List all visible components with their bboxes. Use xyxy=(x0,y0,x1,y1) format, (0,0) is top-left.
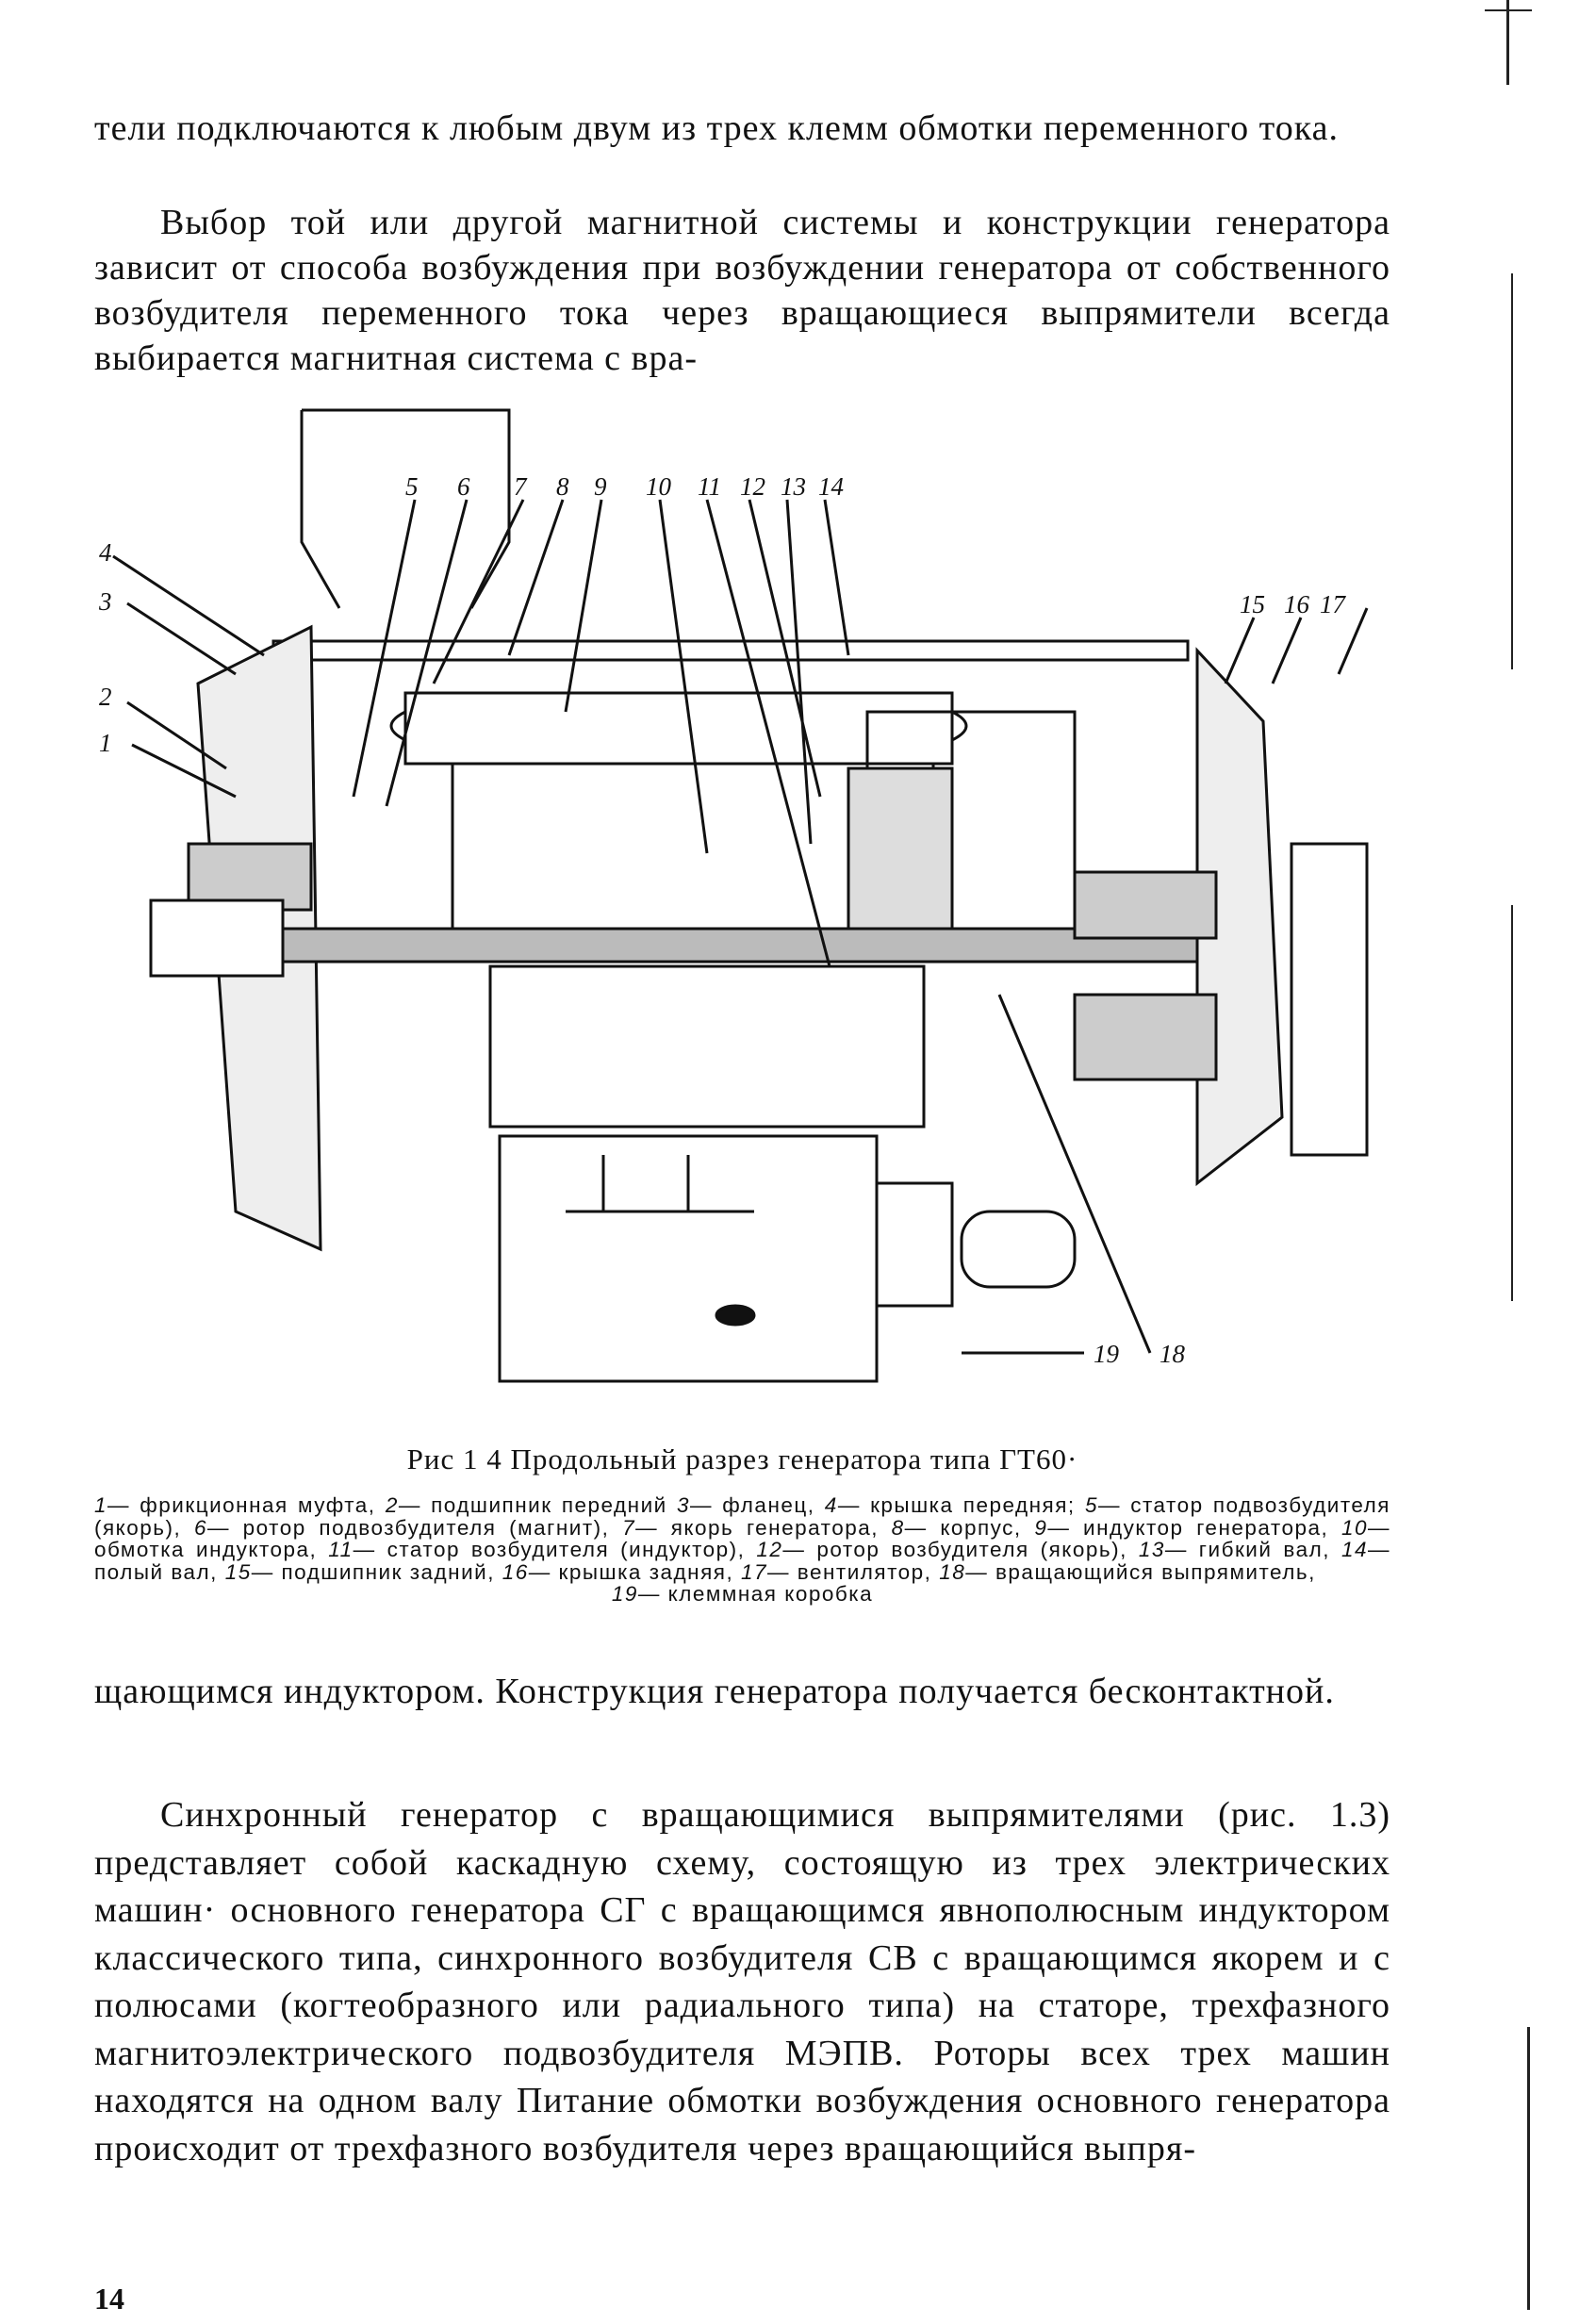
scan-edge-mark xyxy=(1485,9,1532,11)
label-18: 18 xyxy=(1160,1340,1186,1368)
legend-text: — подшипник задний, xyxy=(251,1559,495,1584)
scan-edge-line xyxy=(1511,905,1513,1301)
paragraph-1: тели подключаются к любым двум из трех к… xyxy=(94,108,1339,148)
label-16: 16 xyxy=(1284,590,1310,618)
label-6: 6 xyxy=(457,472,470,501)
legend-number: 15 xyxy=(224,1559,252,1584)
legend-item: 17— вентилятор, xyxy=(741,1560,931,1584)
legend-item: 11— статор возбудителя (индуктор), xyxy=(328,1538,745,1561)
paragraph-3: щающимся индуктором. Конструкция генерат… xyxy=(94,1672,1335,1711)
legend-number: 13 xyxy=(1138,1538,1165,1561)
legend-item: 10— обмотка индуктора, xyxy=(94,1516,1390,1562)
legend-number: 17 xyxy=(740,1559,767,1584)
legend-number: 5 xyxy=(1084,1493,1098,1517)
legend-text: — якорь генератора, xyxy=(635,1515,879,1540)
legend-number: 10 xyxy=(1341,1515,1368,1540)
label-13: 13 xyxy=(781,472,806,501)
legend-text: — полый вал, xyxy=(94,1538,1390,1584)
legend-item: 6— ротор подвозбудителя (магнит), xyxy=(194,1516,609,1540)
legend-item: 7— якорь генератора, xyxy=(622,1516,879,1540)
scan-edge-line xyxy=(1527,2027,1530,2310)
legend-item: 1— фрикционная муфта, xyxy=(94,1493,376,1517)
label-17: 17 xyxy=(1320,590,1347,618)
legend-text: — подшипник передний xyxy=(398,1493,667,1517)
label-19: 19 xyxy=(1094,1340,1120,1368)
legend-number: 7 xyxy=(622,1515,636,1540)
legend-text: — статор подвозбудителя (якорь), xyxy=(94,1493,1390,1540)
legend-number: 2 xyxy=(385,1493,399,1517)
legend-text: — ротор подвозбудителя (магнит), xyxy=(206,1515,610,1540)
label-2: 2 xyxy=(99,683,112,711)
legend-text: — статор возбудителя (индуктор), xyxy=(353,1538,746,1561)
legend-item: 5— статор подвозбудителя (якорь), xyxy=(94,1493,1390,1540)
legend-text: — вентилятор, xyxy=(767,1559,932,1584)
legend-number: 8 xyxy=(891,1515,905,1540)
label-4: 4 xyxy=(99,538,112,567)
legend-text: — индуктор генератора, xyxy=(1047,1515,1329,1540)
legend-number: 12 xyxy=(756,1538,783,1561)
legend-number: 1 xyxy=(94,1493,108,1517)
legend-number: 6 xyxy=(193,1515,207,1540)
page-number: 14 xyxy=(94,2282,124,2316)
generator-drawing: 4 3 2 1 5 6 7 8 9 10 11 12 13 14 15 16 1… xyxy=(98,408,1369,1383)
label-15: 15 xyxy=(1240,590,1265,618)
legend-item: 13— гибкий вал, xyxy=(1139,1538,1330,1561)
legend-number: 16 xyxy=(502,1559,529,1584)
legend-item: 19— клеммная коробка xyxy=(94,1583,1390,1606)
legend-text: — фланец, xyxy=(690,1493,815,1517)
legend-item: 9— индуктор генератора, xyxy=(1034,1516,1328,1540)
paragraph-4: Синхронный генератор с вращающимися выпр… xyxy=(94,1795,1390,2168)
legend-item: 4— крышка передняя; xyxy=(825,1493,1076,1517)
legend-text: — фрикционная муфта, xyxy=(107,1493,376,1517)
legend-text: — вращающийся выпрямитель, xyxy=(965,1559,1316,1584)
legend-number: 19 xyxy=(611,1582,638,1606)
legend-text: — крышка передняя; xyxy=(837,1493,1076,1517)
legend-item: 15— подшипник задний, xyxy=(225,1560,495,1584)
label-11: 11 xyxy=(698,472,721,501)
scan-edge-line xyxy=(1511,273,1513,669)
legend-text: — обмотка индуктора, xyxy=(94,1515,1390,1561)
legend-item: 18— вращающийся выпрямитель, xyxy=(939,1560,1316,1584)
legend-item: 8— корпус, xyxy=(892,1516,1022,1540)
label-8: 8 xyxy=(556,472,569,501)
legend-item: 14— полый вал, xyxy=(94,1538,1390,1584)
legend-item: 2— подшипник передний xyxy=(386,1493,667,1517)
scan-edge-line xyxy=(1506,0,1509,85)
label-12: 12 xyxy=(740,472,765,501)
legend-number: 4 xyxy=(824,1493,838,1517)
label-7: 7 xyxy=(514,472,528,501)
legend-text: — гибкий вал, xyxy=(1164,1538,1330,1561)
legend-number: 11 xyxy=(328,1538,354,1561)
label-5: 5 xyxy=(405,472,419,501)
label-9: 9 xyxy=(594,472,607,501)
label-3: 3 xyxy=(98,587,112,616)
label-1: 1 xyxy=(99,729,112,757)
figure-legend: 1— фрикционная муфта, 2— подшипник перед… xyxy=(94,1494,1390,1606)
legend-number: 18 xyxy=(939,1559,966,1584)
figure-caption: Рис 1 4 Продольный разрез генератора тип… xyxy=(406,1442,1078,1475)
legend-number: 14 xyxy=(1341,1538,1368,1561)
legend-text: — крышка задняя, xyxy=(528,1559,734,1584)
legend-item: 3— фланец, xyxy=(677,1493,815,1517)
legend-item: 12— ротор возбудителя (якорь), xyxy=(756,1538,1127,1561)
legend-number: 9 xyxy=(1034,1515,1048,1540)
legend-number: 3 xyxy=(677,1493,691,1517)
legend-text: — ротор возбудителя (якорь), xyxy=(782,1538,1127,1561)
paragraph-2: Выбор той или другой магнитной системы и… xyxy=(94,203,1390,378)
legend-text: — клеммная коробка xyxy=(637,1582,874,1606)
legend-text: — корпус, xyxy=(904,1515,1022,1540)
legend-item: 16— крышка задняя, xyxy=(502,1560,733,1584)
label-10: 10 xyxy=(646,472,672,501)
label-14: 14 xyxy=(818,472,844,501)
generator-cross-section-figure: 4 3 2 1 5 6 7 8 9 10 11 12 13 14 15 16 1… xyxy=(94,401,1395,1428)
